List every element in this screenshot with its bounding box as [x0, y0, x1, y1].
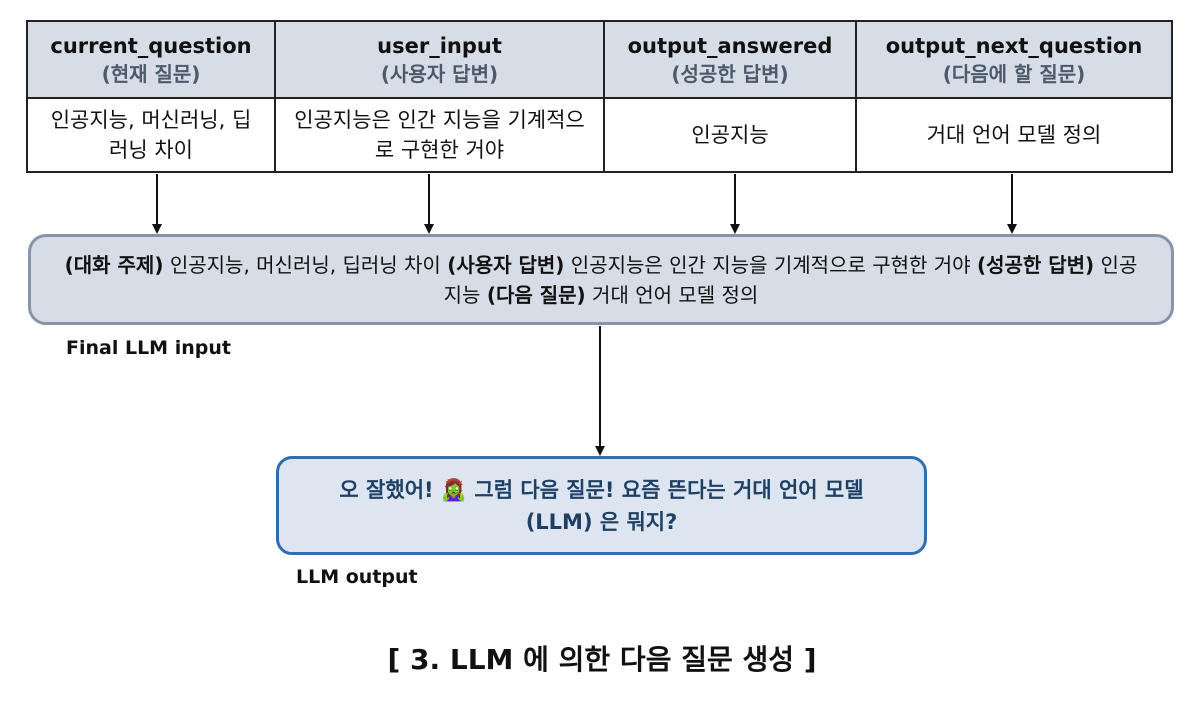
- zombie-emoji-icon: 🧟‍♀: [440, 477, 468, 502]
- header-name: current_question: [50, 33, 252, 58]
- header-subtitle: (다음에 할 질문): [942, 61, 1086, 86]
- label-topic: (대화 주제): [64, 252, 164, 277]
- data-table: current_question (현재 질문) user_input (사용자…: [26, 20, 1173, 173]
- user-answer-text: 인공지능은 인간 지능을 기계적으로 구현한 거야: [564, 252, 977, 277]
- answered-text: 인공지능: [443, 252, 1138, 307]
- header-subtitle: (성공한 답변): [671, 61, 789, 86]
- header-output-answered: output_answered (성공한 답변): [605, 22, 857, 99]
- cell-output-answered: 인공지능: [605, 99, 857, 171]
- final-llm-input-text: (대화 주제) 인공지능, 머신러닝, 딥러닝 차이 (사용자 답변) 인공지능…: [57, 250, 1145, 310]
- header-output-next-question: output_next_question (다음에 할 질문): [857, 22, 1171, 99]
- header-user-input: user_input (사용자 답변): [276, 22, 605, 99]
- header-subtitle: (사용자 답변): [380, 61, 499, 86]
- cell-output-next-question: 거대 언어 모델 정의: [926, 123, 1102, 147]
- topic-text: 인공지능, 머신러닝, 딥러닝 차이: [163, 252, 448, 277]
- cell-user-input: 인공지능은 인간 지능을 기계적으로 구현한 거야: [276, 99, 605, 171]
- final-llm-input-caption: Final LLM input: [66, 337, 231, 359]
- label-answered: (성공한 답변): [976, 252, 1095, 277]
- header-current-question: current_question (현재 질문): [28, 22, 276, 99]
- header-name: user_input: [377, 33, 502, 58]
- label-user-answer: (사용자 답변): [447, 252, 565, 277]
- header-subtitle: (현재 질문): [101, 61, 201, 86]
- final-llm-input-box: (대화 주제) 인공지능, 머신러닝, 딥러닝 차이 (사용자 답변) 인공지능…: [28, 234, 1174, 325]
- output-text-end: 그럼 다음 질문! 요즘 뜬다는 거대 언어 모델 (LLM) 은 뭐지?: [467, 477, 864, 534]
- llm-output-text: 오 잘했어! 🧟‍♀ 그럼 다음 질문! 요즘 뜬다는 거대 언어 모델 (LL…: [309, 474, 894, 538]
- cell-current-question: 인공지능, 머신러닝, 딥러닝 차이: [28, 99, 276, 171]
- figure-caption: [ 3. LLM 에 의한 다음 질문 생성 ]: [387, 643, 817, 676]
- output-text-start: 오 잘했어!: [339, 477, 441, 502]
- llm-output-caption: LLM output: [296, 566, 418, 588]
- header-name: output_answered: [627, 33, 833, 58]
- label-next-question: (다음 질문): [486, 282, 586, 307]
- header-name: output_next_question: [885, 33, 1143, 58]
- llm-output-box: 오 잘했어! 🧟‍♀ 그럼 다음 질문! 요즘 뜬다는 거대 언어 모델 (LL…: [276, 456, 927, 555]
- next-question-text: 거대 언어 모델 정의: [585, 282, 759, 307]
